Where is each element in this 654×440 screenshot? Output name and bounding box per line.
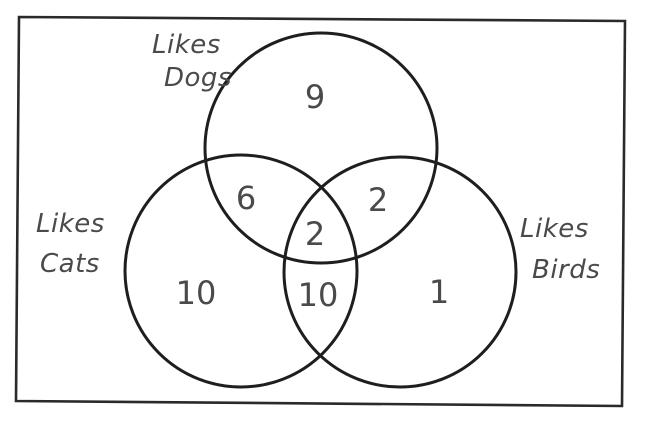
- count-cats-and-birds: 10: [298, 276, 339, 314]
- birds-label-line2: Birds: [532, 255, 600, 285]
- dogs-label-line1: Likes: [152, 30, 221, 60]
- birds-circle: [282, 155, 518, 389]
- count-dogs-only: 9: [305, 78, 325, 116]
- birds-label: Likes Birds: [520, 214, 600, 285]
- cats-label-line1: Likes: [36, 209, 105, 239]
- dogs-circle: [203, 31, 439, 265]
- cats-circle: [123, 153, 359, 389]
- count-birds-only: 1: [429, 273, 449, 311]
- count-dogs-and-birds: 2: [368, 181, 388, 219]
- count-all-three: 2: [305, 215, 325, 253]
- dogs-label: Likes Dogs: [152, 30, 232, 93]
- count-cats-only: 10: [176, 274, 217, 312]
- dogs-label-line2: Dogs: [164, 63, 232, 93]
- count-dogs-and-cats: 6: [236, 179, 256, 217]
- birds-label-line1: Likes: [520, 214, 589, 244]
- cats-label: Likes Cats: [36, 209, 105, 279]
- cats-label-line2: Cats: [40, 249, 100, 279]
- universal-set-frame: [14, 15, 627, 408]
